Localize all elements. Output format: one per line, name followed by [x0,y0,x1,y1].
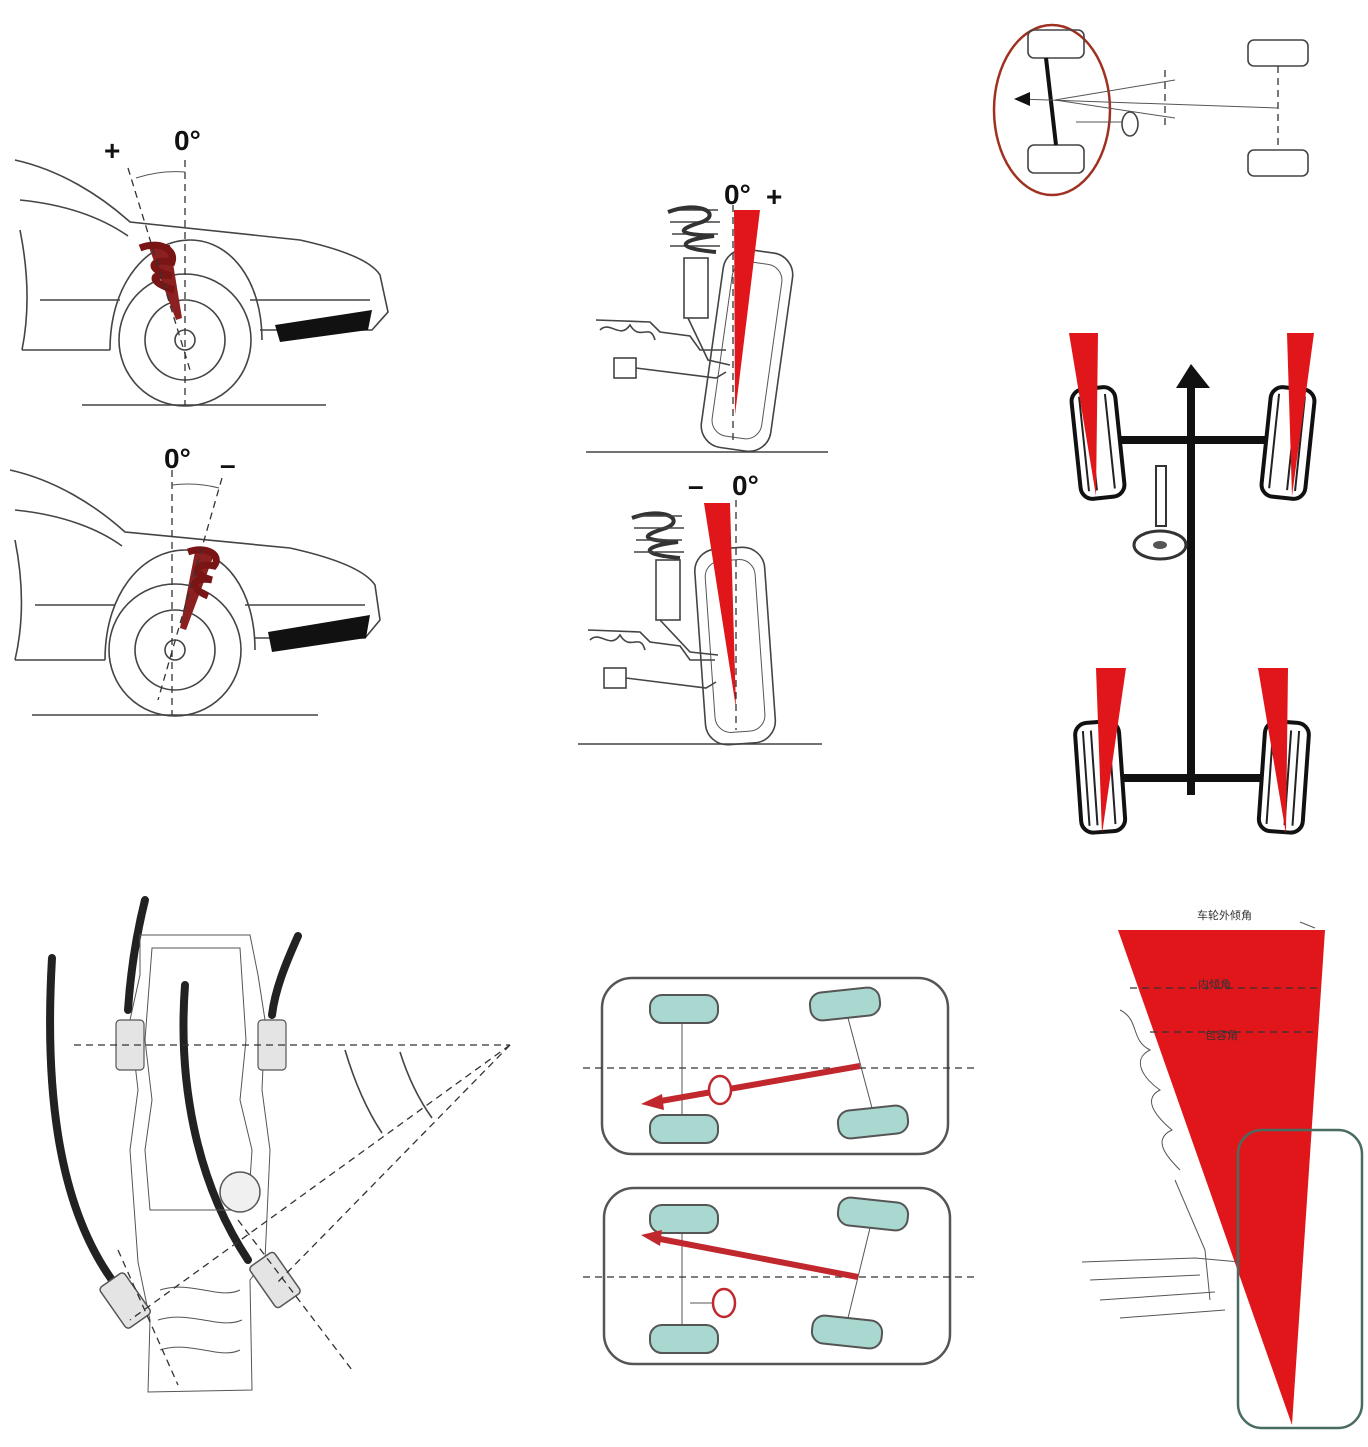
direction-arrow-icon [1176,364,1210,388]
thrust-angle-diagram [992,23,1309,197]
thrust-line-diagram [583,976,975,1366]
camber-negative-diagram: – 0° [578,470,822,746]
steering-angle-diagram [46,896,511,1393]
strut-spring [180,546,220,630]
camber-positive-diagram: 0° + [586,179,828,453]
caster-negative-minus-label: – [220,449,236,480]
camber-angle-label: 车轮外倾角 [1197,908,1252,922]
camber-angle-wedge [704,503,736,708]
included-angle-diagram: 车轮外倾角 内倾角 包容角 [1081,908,1364,1430]
strut-spring [138,241,182,320]
included-angle-wedge [1118,930,1325,1425]
highlight-ellipse [992,23,1112,197]
camber-positive-plus-label: + [766,181,782,212]
caster-positive-diagram: + 0° [14,125,389,407]
camber-negative-minus-label: – [688,470,704,501]
camber-positive-zero-label: 0° [724,179,751,210]
included-angle-label: 包容角 [1205,1028,1238,1042]
steering-column [1155,465,1167,527]
inclination-angle-label: 内倾角 [1198,977,1231,991]
camber-negative-zero-label: 0° [732,470,759,501]
caster-positive-plus-label: + [104,135,120,166]
camber-angle-wedge [734,210,760,415]
caster-negative-diagram: 0° – [9,443,381,717]
caster-positive-zero-label: 0° [174,125,201,156]
caster-negative-zero-label: 0° [164,443,191,474]
toe-diagram [1069,333,1317,835]
